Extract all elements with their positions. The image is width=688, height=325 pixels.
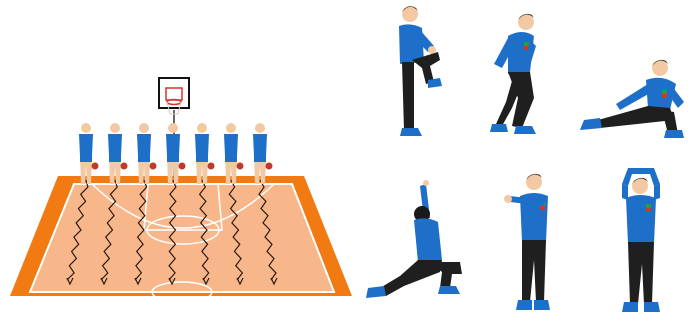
stretch-figure-kneeling-lunge — [360, 178, 470, 313]
basketball-icon — [237, 163, 244, 170]
court-surface — [30, 184, 334, 292]
stretch-figure-side-lunge — [570, 50, 688, 142]
player — [166, 123, 186, 184]
basketball-icon — [266, 163, 273, 170]
player — [253, 123, 273, 184]
stretch-figure-standing-knee-hug — [382, 0, 452, 145]
basketball-icon — [92, 163, 99, 170]
player — [108, 123, 128, 184]
stretch-figure-crossed-leg-bend — [478, 8, 558, 148]
stretch-figure-cross-body-shoulder — [496, 168, 566, 318]
player — [195, 123, 215, 184]
basketball-icon — [150, 163, 157, 170]
stretch-figure-overhead-triceps — [610, 164, 672, 320]
basketball-icon — [121, 163, 128, 170]
players-group — [79, 123, 273, 184]
basketball-court-panel — [0, 0, 360, 324]
basketball-icon — [179, 163, 186, 170]
player — [224, 123, 244, 184]
player — [137, 123, 157, 184]
basketball-icon — [208, 163, 215, 170]
player — [79, 123, 99, 184]
